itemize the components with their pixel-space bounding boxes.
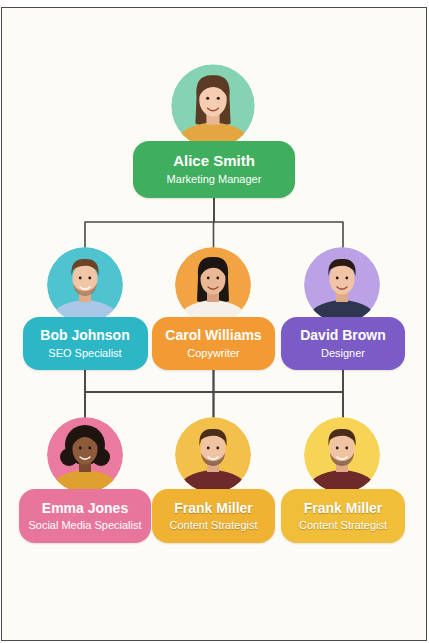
person-card: Frank MillerContent Strategist — [281, 489, 405, 543]
person-card: Carol WilliamsCopywriter — [152, 317, 275, 370]
job-title: Social Media Specialist — [28, 519, 141, 532]
job-title: Content Strategist — [169, 519, 257, 532]
avatar-portrait — [304, 417, 380, 495]
person-name: Carol Williams — [165, 327, 261, 344]
person-name: David Brown — [300, 327, 386, 344]
person-name: Frank Miller — [174, 500, 253, 517]
job-title: Marketing Manager — [167, 173, 262, 186]
person-name: Alice Smith — [173, 152, 255, 170]
person-name: Frank Miller — [304, 500, 383, 517]
job-title: Content Strategist — [299, 519, 387, 532]
job-title: Designer — [321, 347, 365, 360]
person-card: David BrownDesigner — [281, 317, 405, 370]
person-card: Frank MillerContent Strategist — [152, 489, 275, 543]
person-card: Bob JohnsonSEO Specialist — [23, 317, 148, 370]
avatar-portrait — [47, 417, 123, 495]
avatar-portrait — [47, 247, 123, 325]
job-title: SEO Specialist — [48, 347, 121, 360]
job-title: Copywriter — [187, 347, 240, 360]
avatar-portrait — [175, 417, 251, 495]
reporting-line — [85, 370, 343, 489]
person-name: Emma Jones — [42, 500, 128, 517]
avatar-portrait — [171, 64, 255, 150]
person-name: Bob Johnson — [40, 327, 129, 344]
avatar-portrait — [304, 247, 380, 325]
person-card: Emma JonesSocial Media Specialist — [19, 489, 151, 543]
frame-border — [2, 8, 427, 641]
person-card: Alice SmithMarketing Manager — [133, 141, 295, 198]
reporting-line — [85, 370, 343, 489]
avatar-portrait — [175, 247, 251, 325]
